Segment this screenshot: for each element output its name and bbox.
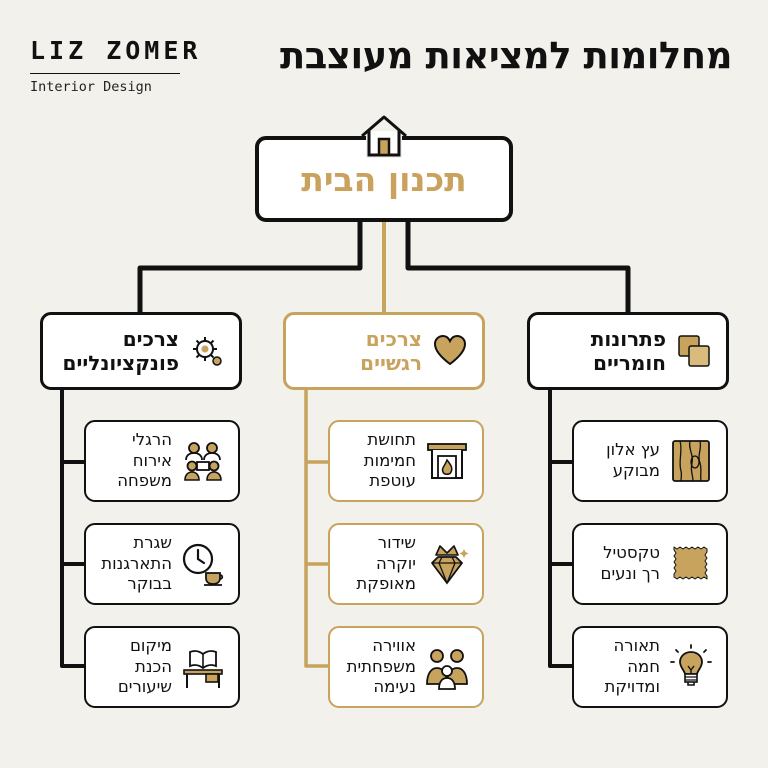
family-icon <box>426 649 468 690</box>
connector-right-spine <box>548 388 574 668</box>
connector-left-spine <box>60 388 86 668</box>
desk-book-icon <box>183 650 223 688</box>
lightbulb-icon <box>670 644 712 686</box>
category-label: פתרונות חומריים <box>590 327 666 375</box>
connector-root-left <box>137 219 363 315</box>
item-label: הרגלי אירוח משפחה <box>117 430 172 491</box>
item-family-atmosphere: אווירה משפחתית נעימה <box>328 626 484 708</box>
item-oak-wood: עץ אלון מבוקע <box>572 420 728 502</box>
material-swatch-icon <box>678 335 710 367</box>
fireplace-icon <box>427 443 467 479</box>
clock-coffee-icon <box>182 543 224 586</box>
root-label: תכנון הבית <box>301 159 467 199</box>
item-textile: טקסטיל רך ונעים <box>572 523 728 605</box>
item-label: שידור יוקרה מאופקת <box>356 533 416 594</box>
wood-grain-icon <box>672 440 710 482</box>
item-lighting: תאורה חמה ומדויקת <box>572 626 728 708</box>
item-label: שגרת התארגנות בבוקר <box>101 533 172 594</box>
heart-icon <box>433 334 467 366</box>
page-title: מחלומות למציאות מעוצבת <box>279 34 733 77</box>
item-label: אווירה משפחתית נעימה <box>346 636 416 697</box>
item-warmth: תחושת חמימות עוטפת <box>328 420 484 502</box>
item-label: טקסטיל רך ונעים <box>600 543 661 583</box>
item-luxury: שידור יוקרה מאופקת <box>328 523 484 605</box>
family-gathering-icon <box>184 442 222 481</box>
connector-center-spine <box>304 388 330 668</box>
item-homework-location: מיקום הכנת שיעורים <box>84 626 240 708</box>
category-label: צרכים רגשיים <box>360 327 422 375</box>
brand-name: LIZ ZOMER <box>30 36 202 65</box>
item-morning-routine: שגרת התארגנות בבוקר <box>84 523 240 605</box>
category-label: צרכים פונקציונליים <box>62 327 179 375</box>
house-icon <box>361 115 407 158</box>
item-label: תאורה חמה ומדויקת <box>604 636 660 697</box>
gear-icon <box>193 337 222 366</box>
brand-subtitle: Interior Design <box>30 79 152 95</box>
item-label: עץ אלון מבוקע <box>606 440 660 480</box>
crown-diamond-icon <box>431 545 469 585</box>
fabric-icon <box>673 546 708 580</box>
brand-divider <box>30 73 180 74</box>
category-materials: פתרונות חומריים <box>527 312 729 390</box>
category-emotional: צרכים רגשיים <box>283 312 485 390</box>
item-hosting-habits: הרגלי אירוח משפחה <box>84 420 240 502</box>
item-label: תחושת חמימות עוטפת <box>363 430 416 491</box>
connector-root-right <box>405 219 631 315</box>
category-functional: צרכים פונקציונליים <box>40 312 242 390</box>
item-label: מיקום הכנת שיעורים <box>117 636 172 697</box>
